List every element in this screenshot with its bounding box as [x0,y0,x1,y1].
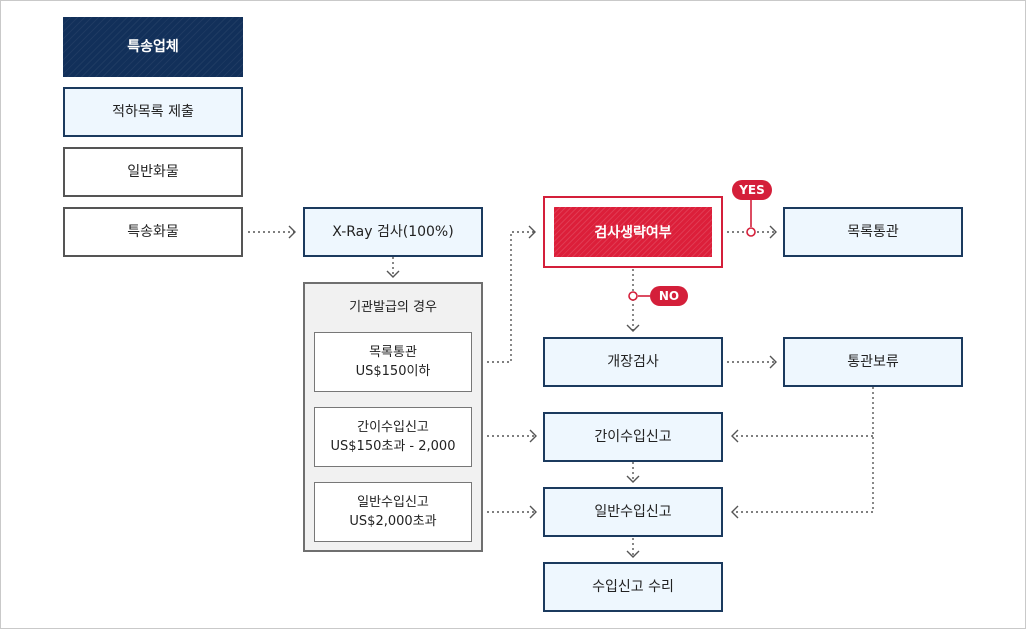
list-clearance-title: 목록통관 [369,345,417,360]
arrowhead [529,505,537,519]
import-accepted-box: 수입신고 수리 [543,562,723,612]
general-import-decl-label: 일반수입신고 [594,504,672,520]
express-cargo-label: 특송화물 [127,224,179,240]
arrowhead [626,324,640,332]
yes-tag: YES [732,180,772,200]
courier-header: 특송업체 [63,17,243,77]
inspection-skip-label: 검사생략여부 [594,225,672,241]
manifest-label: 적하목록 제출 [112,104,194,120]
clearance-hold-box: 통관보류 [783,337,963,387]
arrowhead [626,475,640,483]
import-accepted-label: 수입신고 수리 [592,579,674,595]
simple-import-decl-label: 간이수입신고 [594,429,672,445]
no-tag-dot [628,291,638,301]
arrowhead [386,270,400,278]
unpacking-inspection-label: 개장검사 [607,354,659,370]
arrowhead [769,355,777,369]
no-tag: NO [650,286,688,306]
arrowhead [529,429,537,443]
yes-tag-dot [746,227,756,237]
general-import-range: US$2,000초과 [349,514,437,529]
unpacking-inspection-box: 개장검사 [543,337,723,387]
list-clearance-result-label: 목록통관 [847,224,899,240]
simple-import-decl-box: 간이수입신고 [543,412,723,462]
list-clearance-limit: US$150이하 [355,364,431,379]
arrowhead [769,225,777,239]
general-cargo-box: 일반화물 [63,147,243,197]
courier-label: 특송업체 [127,39,179,55]
general-import-title: 일반수입신고 [357,495,429,510]
arrowhead [626,550,640,558]
arrowhead [288,225,296,239]
connector-panel-to-decision [487,231,534,363]
inspection-skip-inner: 검사생략여부 [554,207,712,257]
institution-panel-title: 기관발급의 경우 [349,300,437,315]
arrowhead [731,505,739,519]
inspection-skip-decision: 검사생략여부 [543,196,723,268]
no-tag-label: NO [658,289,680,303]
list-clearance-card: 목록통관 US$150이하 [314,332,472,392]
yes-tag-label: YES [739,183,765,197]
connector-hold-to-simple-general [733,387,874,513]
institution-panel: 기관발급의 경우 목록통관 US$150이하 간이수입신고 US$150초과 -… [303,282,483,552]
simple-import-title: 간이수입신고 [357,420,429,435]
xray-box: X-Ray 검사(100%) [303,207,483,257]
manifest-box: 적하목록 제출 [63,87,243,137]
arrowhead [731,429,739,443]
general-import-decl-box: 일반수입신고 [543,487,723,537]
general-import-card: 일반수입신고 US$2,000초과 [314,482,472,542]
arrowhead [528,225,536,239]
xray-label: X-Ray 검사(100%) [332,224,454,240]
express-cargo-box: 특송화물 [63,207,243,257]
simple-import-range: US$150초과 - 2,000 [330,439,456,454]
clearance-hold-label: 통관보류 [847,354,899,370]
simple-import-card: 간이수입신고 US$150초과 - 2,000 [314,407,472,467]
list-clearance-result-box: 목록통관 [783,207,963,257]
general-cargo-label: 일반화물 [127,164,179,180]
